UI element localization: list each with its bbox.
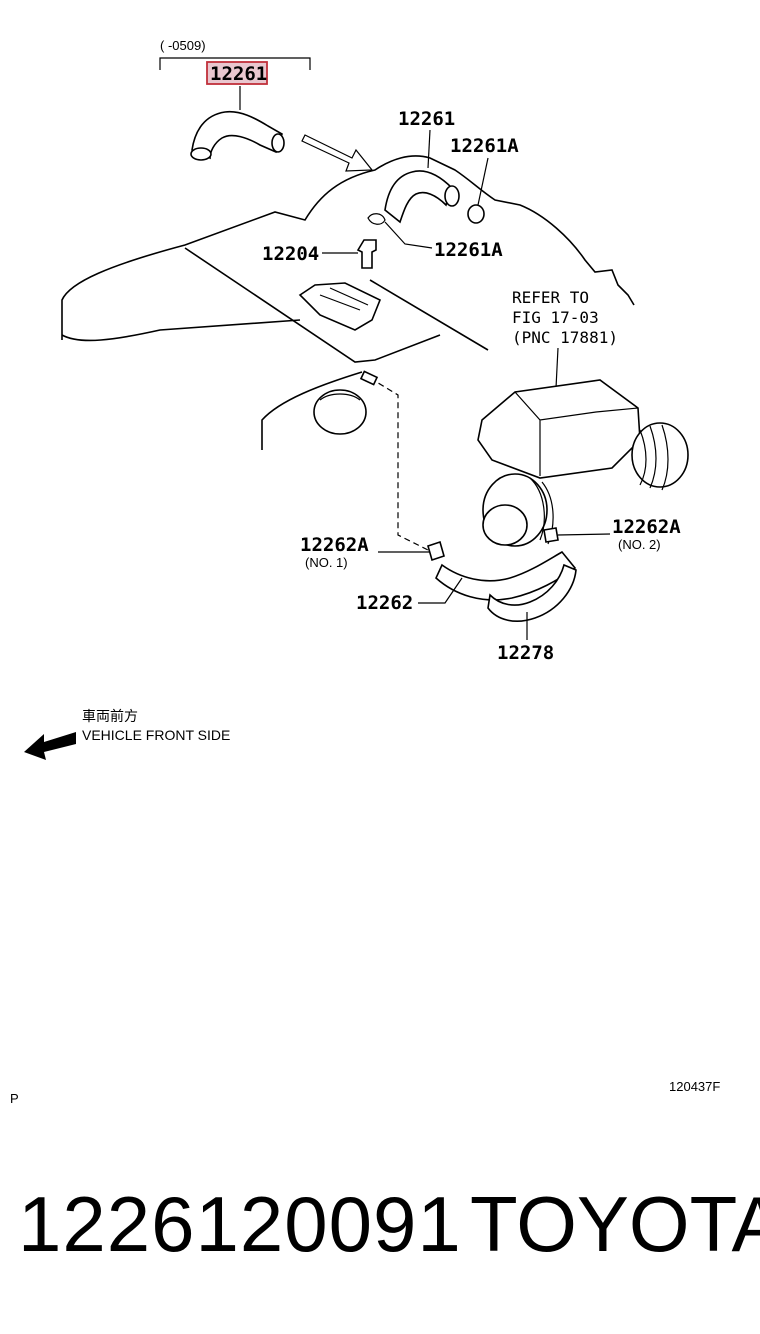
intake-duct-opening [482, 504, 528, 546]
routing-stub [359, 370, 379, 386]
refer-note-line2: FIG 17-03 [512, 308, 599, 327]
leader-refer [555, 347, 559, 389]
valve-cover [298, 282, 382, 331]
refer-note-line3: (PNC 17881) [512, 328, 618, 347]
hose-end [271, 133, 285, 153]
page-marker: P [10, 1091, 19, 1106]
leader-12261 [427, 129, 431, 169]
leader-12262A-right [557, 533, 611, 536]
date-range-bracket [159, 57, 311, 70]
label-no2: (NO. 2) [618, 537, 661, 552]
engine-front-curve [261, 371, 363, 450]
refer-note-line1: REFER TO [512, 288, 589, 307]
clip-12261A-left[interactable] [367, 213, 386, 225]
label-12262A-right[interactable]: 12262A [612, 516, 681, 538]
label-12262A-left[interactable]: 12262A [300, 534, 369, 556]
label-12261A-top[interactable]: 12261A [450, 135, 519, 157]
highlighted-part-label[interactable]: 12261 [210, 63, 267, 85]
date-range-label: ( -0509) [160, 38, 206, 53]
label-12262[interactable]: 12262 [356, 592, 413, 614]
pointer-arrow [301, 134, 374, 172]
valve-cover-detail [319, 287, 369, 311]
highlight-box [206, 61, 268, 85]
label-12261A-mid[interactable]: 12261A [434, 239, 503, 261]
engine-right-edge [369, 279, 489, 351]
hose-12261-main[interactable] [384, 170, 453, 224]
label-no1: (NO. 1) [305, 555, 348, 570]
hose-12262[interactable] [435, 550, 577, 601]
label-12261[interactable]: 12261 [398, 108, 455, 130]
hose-12278[interactable] [487, 563, 577, 622]
hose-main-end [444, 185, 460, 207]
air-cleaner-top [514, 391, 639, 476]
intake-duct-right [631, 422, 689, 488]
footer-brand: TOYOTA [470, 1180, 760, 1268]
leader-12262 [418, 577, 463, 604]
front-direction-arrow-icon [24, 732, 76, 760]
engine-top-edge [184, 247, 441, 363]
engine-cover-outline [61, 155, 635, 340]
figure-code: 120437F [669, 1079, 720, 1094]
oil-filler-cap [313, 389, 367, 435]
oil-cap-detail [319, 393, 361, 401]
direction-label-jp: 車両前方 [82, 708, 138, 724]
duct-ribs-right [639, 424, 669, 491]
hose-end-left [190, 147, 212, 161]
leader-12261A-top [477, 157, 489, 206]
routing-dashed-line [369, 377, 429, 551]
label-12204[interactable]: 12204 [262, 243, 319, 265]
air-cleaner-box [477, 379, 641, 479]
label-12278[interactable]: 12278 [497, 642, 554, 664]
clamp-12262A-no2[interactable] [543, 527, 559, 543]
leader-12261A-mid [384, 221, 433, 249]
footer-part-number: 1226120091 [18, 1180, 462, 1268]
pcv-valve-12204[interactable] [356, 239, 377, 269]
clamp-12262A-no1[interactable] [427, 540, 445, 562]
direction-label-en: VEHICLE FRONT SIDE [82, 727, 230, 743]
clip-12261A-top[interactable] [467, 204, 485, 224]
engine-lower-edge [61, 319, 301, 342]
